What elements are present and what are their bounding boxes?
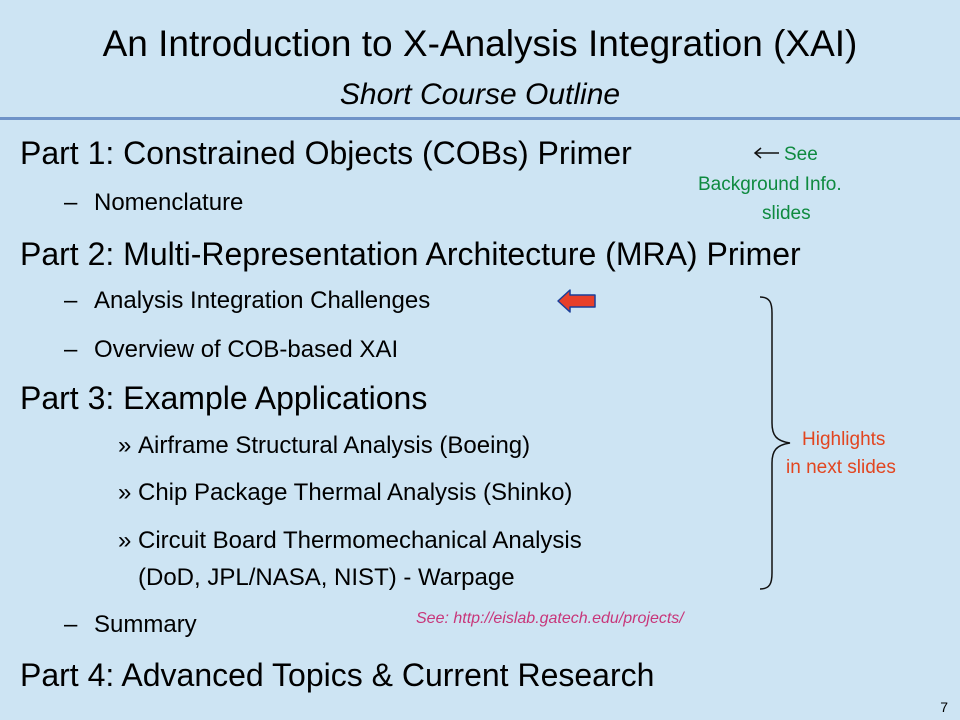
note-see: See: [784, 144, 818, 165]
outline-part-1: Part 1: Constrained Objects (COBs) Prime…: [20, 135, 632, 171]
dash-bullet: –: [64, 287, 78, 314]
slide-title: An Introduction to X-Analysis Integratio…: [102, 23, 858, 64]
note-highlights: Highlights: [802, 429, 886, 450]
note-slides: slides: [762, 203, 811, 224]
dash-bullet: –: [64, 611, 78, 638]
raquo-bullet: »: [118, 479, 132, 506]
note-background-info: Background Info.: [698, 174, 842, 195]
page-number: 7: [940, 699, 948, 715]
left-arrow-icon: [753, 147, 779, 159]
raquo-bullet: »: [118, 527, 132, 554]
dash-bullet: –: [64, 189, 78, 216]
outline-item-cob-xai-overview: –Overview of COB-based XAI: [64, 336, 399, 363]
note-in-next-slides: in next slides: [786, 457, 896, 478]
outline-app-chip-package: »Chip Package Thermal Analysis (Shinko): [118, 479, 573, 506]
raquo-bullet: »: [118, 432, 132, 459]
dash-bullet: –: [64, 336, 78, 363]
outline-part-4: Part 4: Advanced Topics & Current Resear…: [20, 657, 655, 693]
slide-subtitle: Short Course Outline: [339, 78, 621, 111]
title-divider: [0, 117, 960, 120]
outline-part-2: Part 2: Multi-Representation Architectur…: [20, 236, 801, 272]
outline-item-analysis-challenges: –Analysis Integration Challenges: [64, 287, 431, 314]
red-left-arrow-icon: [557, 289, 596, 313]
right-brace-icon: [759, 296, 791, 590]
outline-app-airframe: »Airframe Structural Analysis (Boeing): [118, 432, 531, 459]
outline-part-3: Part 3: Example Applications: [20, 380, 428, 416]
outline-app-circuit-board: »Circuit Board Thermomechanical Analysis: [118, 527, 582, 554]
outline-item-summary: –Summary: [64, 611, 197, 638]
outline-item-nomenclature: –Nomenclature: [64, 189, 244, 216]
note-projects-url: See: http://eislab.gatech.edu/projects/: [416, 610, 684, 627]
outline-app-circuit-board-cont: (DoD, JPL/NASA, NIST) - Warpage: [138, 564, 515, 591]
